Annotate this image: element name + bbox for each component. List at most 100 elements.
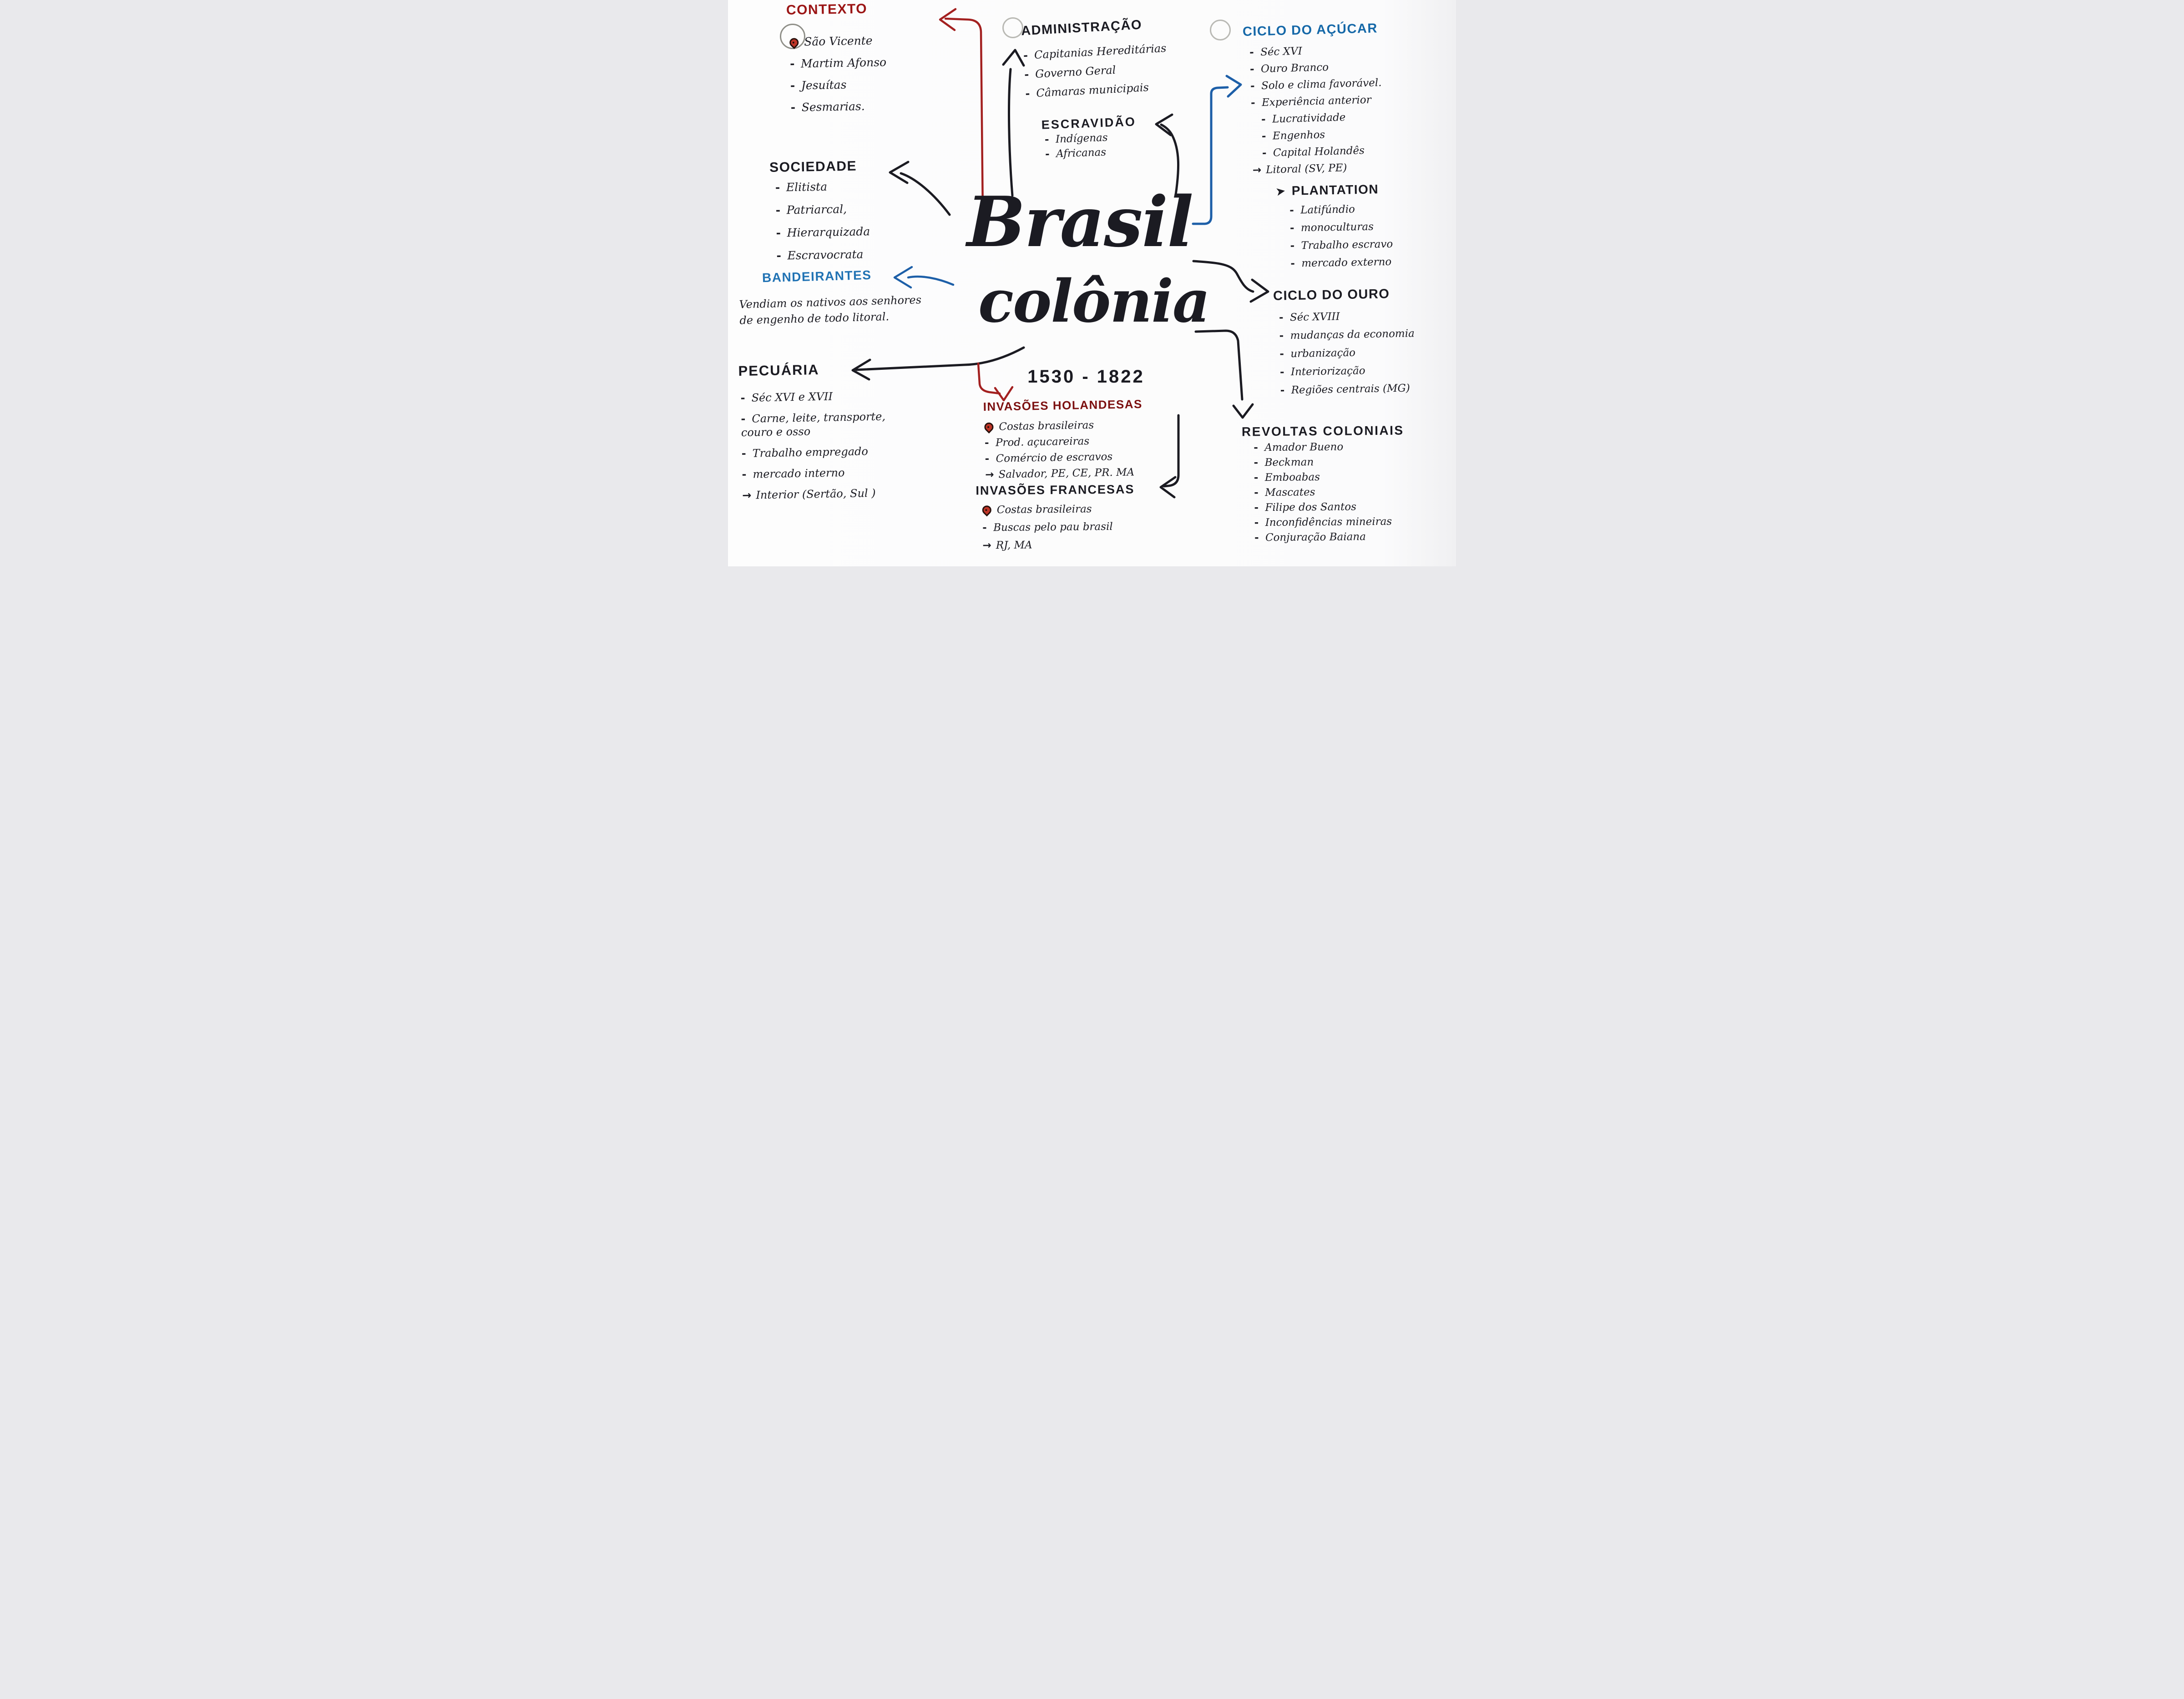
- dash-bullet: -: [1261, 113, 1266, 126]
- list-item: -Capitanias Hereditárias: [1023, 42, 1167, 62]
- dash-bullet: -: [1250, 97, 1255, 109]
- section-plantation: ➤PLANTATION -Latifúndio -monoculturas -T…: [1274, 182, 1393, 276]
- dash-bullet: -: [776, 249, 782, 262]
- connector-sociedade: [889, 161, 951, 216]
- list-item: -Jesuítas: [790, 78, 887, 92]
- item-text: Escravocrata: [787, 247, 864, 262]
- list-item: -Capital Holandês: [1252, 144, 1384, 160]
- location-pin-icon: [980, 504, 993, 517]
- list-item: -Trabalho empregado: [741, 444, 900, 460]
- list-item: →Litoral (SV, PE): [1253, 161, 1384, 176]
- item-text: mercado interno: [753, 466, 845, 481]
- item-text: Interior (Sertão, Sul ): [756, 486, 876, 502]
- connector-revoltas: [1194, 329, 1254, 419]
- dash-bullet: -: [1249, 46, 1254, 59]
- item-text: Mascates: [1265, 486, 1315, 499]
- item-text: Filipe dos Santos: [1265, 501, 1357, 514]
- list-item: -Buscas pelo pau brasil: [982, 520, 1135, 534]
- item-text: Conjuração Baiana: [1265, 531, 1366, 544]
- item-text: Engenhos: [1272, 129, 1325, 142]
- item-text: Litoral (SV, PE): [1265, 162, 1347, 176]
- section-title: BANDEIRANTES: [762, 267, 872, 285]
- dash-bullet: -: [984, 437, 989, 449]
- item-text: Capital Holandês: [1273, 145, 1365, 159]
- item-text: Prod. açucareiras: [995, 435, 1090, 449]
- list-item: -Elitista: [775, 180, 870, 194]
- item-text: Amador Bueno: [1264, 441, 1344, 454]
- item-text: Sesmarias.: [801, 99, 865, 114]
- item-text: Séc XVIII: [1289, 311, 1340, 324]
- item-text: Comércio de escravos: [996, 451, 1113, 465]
- list-item: -Séc XVI: [1249, 43, 1381, 59]
- dash-bullet: -: [790, 101, 796, 114]
- central-title-line2: colônia: [978, 267, 1210, 336]
- list-item: -mudanças da economia: [1279, 328, 1415, 342]
- punch-hole: [780, 24, 805, 49]
- item-text: Experiência anterior: [1261, 94, 1372, 109]
- item-text: Solo e clima favorável.: [1261, 77, 1382, 92]
- section-bandeirantes: BANDEIRANTES Vendiam os nativos aos senh…: [739, 267, 921, 327]
- dash-bullet: -: [789, 57, 795, 71]
- dash-bullet: -: [1280, 384, 1285, 397]
- list-item: -Martim Afonso: [789, 55, 887, 71]
- item-text: Jesuítas: [801, 78, 847, 92]
- item-text: Elitista: [786, 180, 828, 194]
- list-item: -Ouro Branco: [1250, 60, 1381, 76]
- dash-bullet: -: [776, 226, 781, 240]
- mindmap-canvas: Brasil colônia 1530 - 1822 CONTEXTO São …: [728, 0, 1456, 566]
- section-title: ➤PLANTATION: [1274, 182, 1392, 199]
- section-administracao: ADMINISTRAÇÃO -Capitanias Hereditárias -…: [1021, 16, 1169, 107]
- dash-bullet: -: [1254, 442, 1258, 454]
- connector-administracao: [1002, 49, 1025, 197]
- list-item: -Indígenas: [1045, 131, 1137, 146]
- dash-bullet: -: [1023, 49, 1028, 62]
- dash-bullet: -: [775, 181, 780, 194]
- list-item: -Governo Geral: [1024, 61, 1168, 81]
- list-item: -Escravocrata: [776, 247, 870, 262]
- list-item: -Lucratividade: [1251, 111, 1383, 126]
- dash-bullet: -: [1279, 312, 1284, 324]
- section-invasoes-holandesas: INVASÕES HOLANDESAS Costas brasileiras -…: [982, 397, 1143, 485]
- arrow-bullet-icon: →: [742, 489, 752, 502]
- item-text: Trabalho escravo: [1301, 238, 1393, 252]
- dash-bullet: -: [1290, 240, 1295, 252]
- item-text: Governo Geral: [1035, 63, 1116, 81]
- bandeirantes-note: Vendiam os nativos aos senhores de engen…: [739, 293, 922, 327]
- section-ciclo-do-acucar: CICLO DO AÇÚCAR -Séc XVI -Ouro Branco -S…: [1243, 21, 1384, 181]
- section-title: PECUÁRIA: [738, 362, 819, 379]
- location-pin-icon: [982, 420, 996, 434]
- item-text: Carne, leite, transporte, couro e osso: [741, 410, 886, 439]
- dash-bullet: -: [985, 453, 990, 465]
- item-text: Salvador, PE, CE, PR. MA: [998, 466, 1135, 481]
- section-title: CONTEXTO: [786, 1, 868, 18]
- list-item: -Experiência anterior: [1251, 94, 1382, 109]
- item-text: Costas brasileiras: [996, 503, 1092, 516]
- section-sociedade: SOCIEDADE -Elitista -Patriarcal, -Hierar…: [769, 158, 871, 273]
- item-text: Interiorização: [1290, 365, 1365, 378]
- list-item: -mercado externo: [1290, 256, 1393, 270]
- section-title: SOCIEDADE: [769, 158, 857, 175]
- dash-bullet: -: [1254, 487, 1259, 499]
- dash-bullet: -: [1279, 330, 1284, 342]
- section-title: INVASÕES HOLANDESAS: [983, 397, 1143, 414]
- list-item: -Patriarcal,: [776, 202, 870, 217]
- list-item: São Vicente: [788, 34, 886, 49]
- dash-bullet: -: [1261, 130, 1266, 142]
- list-item: -Hierarquizada: [776, 225, 870, 240]
- item-text: Inconfidências mineiras: [1265, 515, 1392, 529]
- list-item: -Filipe dos Santos: [1254, 500, 1405, 514]
- list-item: -Emboabas: [1254, 470, 1405, 484]
- dash-bullet: -: [790, 79, 795, 92]
- list-item: -Conjuração Baiana: [1254, 530, 1405, 544]
- list-item: -urbanização: [1279, 346, 1415, 360]
- item-text: Hierarquizada: [787, 225, 870, 240]
- dash-bullet: -: [1254, 472, 1259, 484]
- list-item: -monoculturas: [1290, 221, 1393, 234]
- dash-bullet: -: [1025, 87, 1031, 101]
- item-text: Emboabas: [1264, 471, 1320, 484]
- item-text: Ouro Branco: [1260, 61, 1329, 75]
- item-text: Martim Afonso: [800, 55, 887, 71]
- list-item: -Mascates: [1254, 485, 1405, 499]
- dash-bullet: -: [1249, 63, 1255, 76]
- list-item: -Comércio de escravos: [985, 450, 1143, 465]
